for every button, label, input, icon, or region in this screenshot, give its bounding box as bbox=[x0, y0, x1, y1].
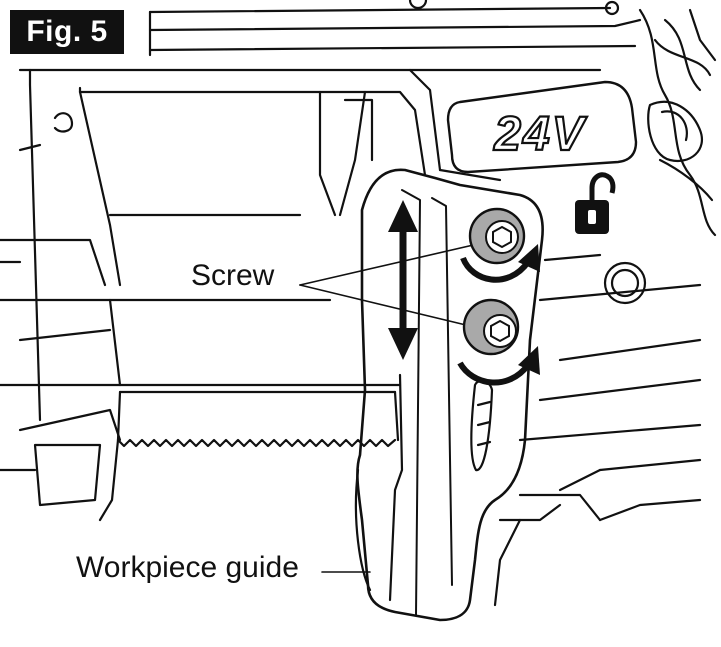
workpiece-guide-shape bbox=[354, 168, 544, 622]
tool-body-left bbox=[0, 68, 402, 507]
callout-leaders bbox=[299, 239, 496, 573]
saw-blade bbox=[98, 390, 400, 522]
curved-rotation-arrow-icon bbox=[460, 244, 540, 283]
padlock-open-icon bbox=[575, 172, 616, 234]
workpiece-guide-callout-label: Workpiece guide bbox=[74, 551, 301, 585]
tool-body-lower bbox=[493, 253, 702, 607]
voltage-badge-text: 24V bbox=[493, 108, 587, 161]
double-vertical-arrow-icon bbox=[388, 200, 418, 360]
voltage-badge bbox=[446, 80, 638, 174]
motor-housing-right bbox=[408, 0, 717, 237]
screw-upper bbox=[468, 207, 526, 265]
figure-label: Fig. 5 bbox=[10, 10, 124, 54]
screw-callout-label: Screw bbox=[187, 259, 279, 293]
curved-rotation-arrow-icon-lower bbox=[457, 346, 540, 386]
screw-lower bbox=[462, 298, 520, 356]
tool-housing-top bbox=[18, 6, 642, 217]
